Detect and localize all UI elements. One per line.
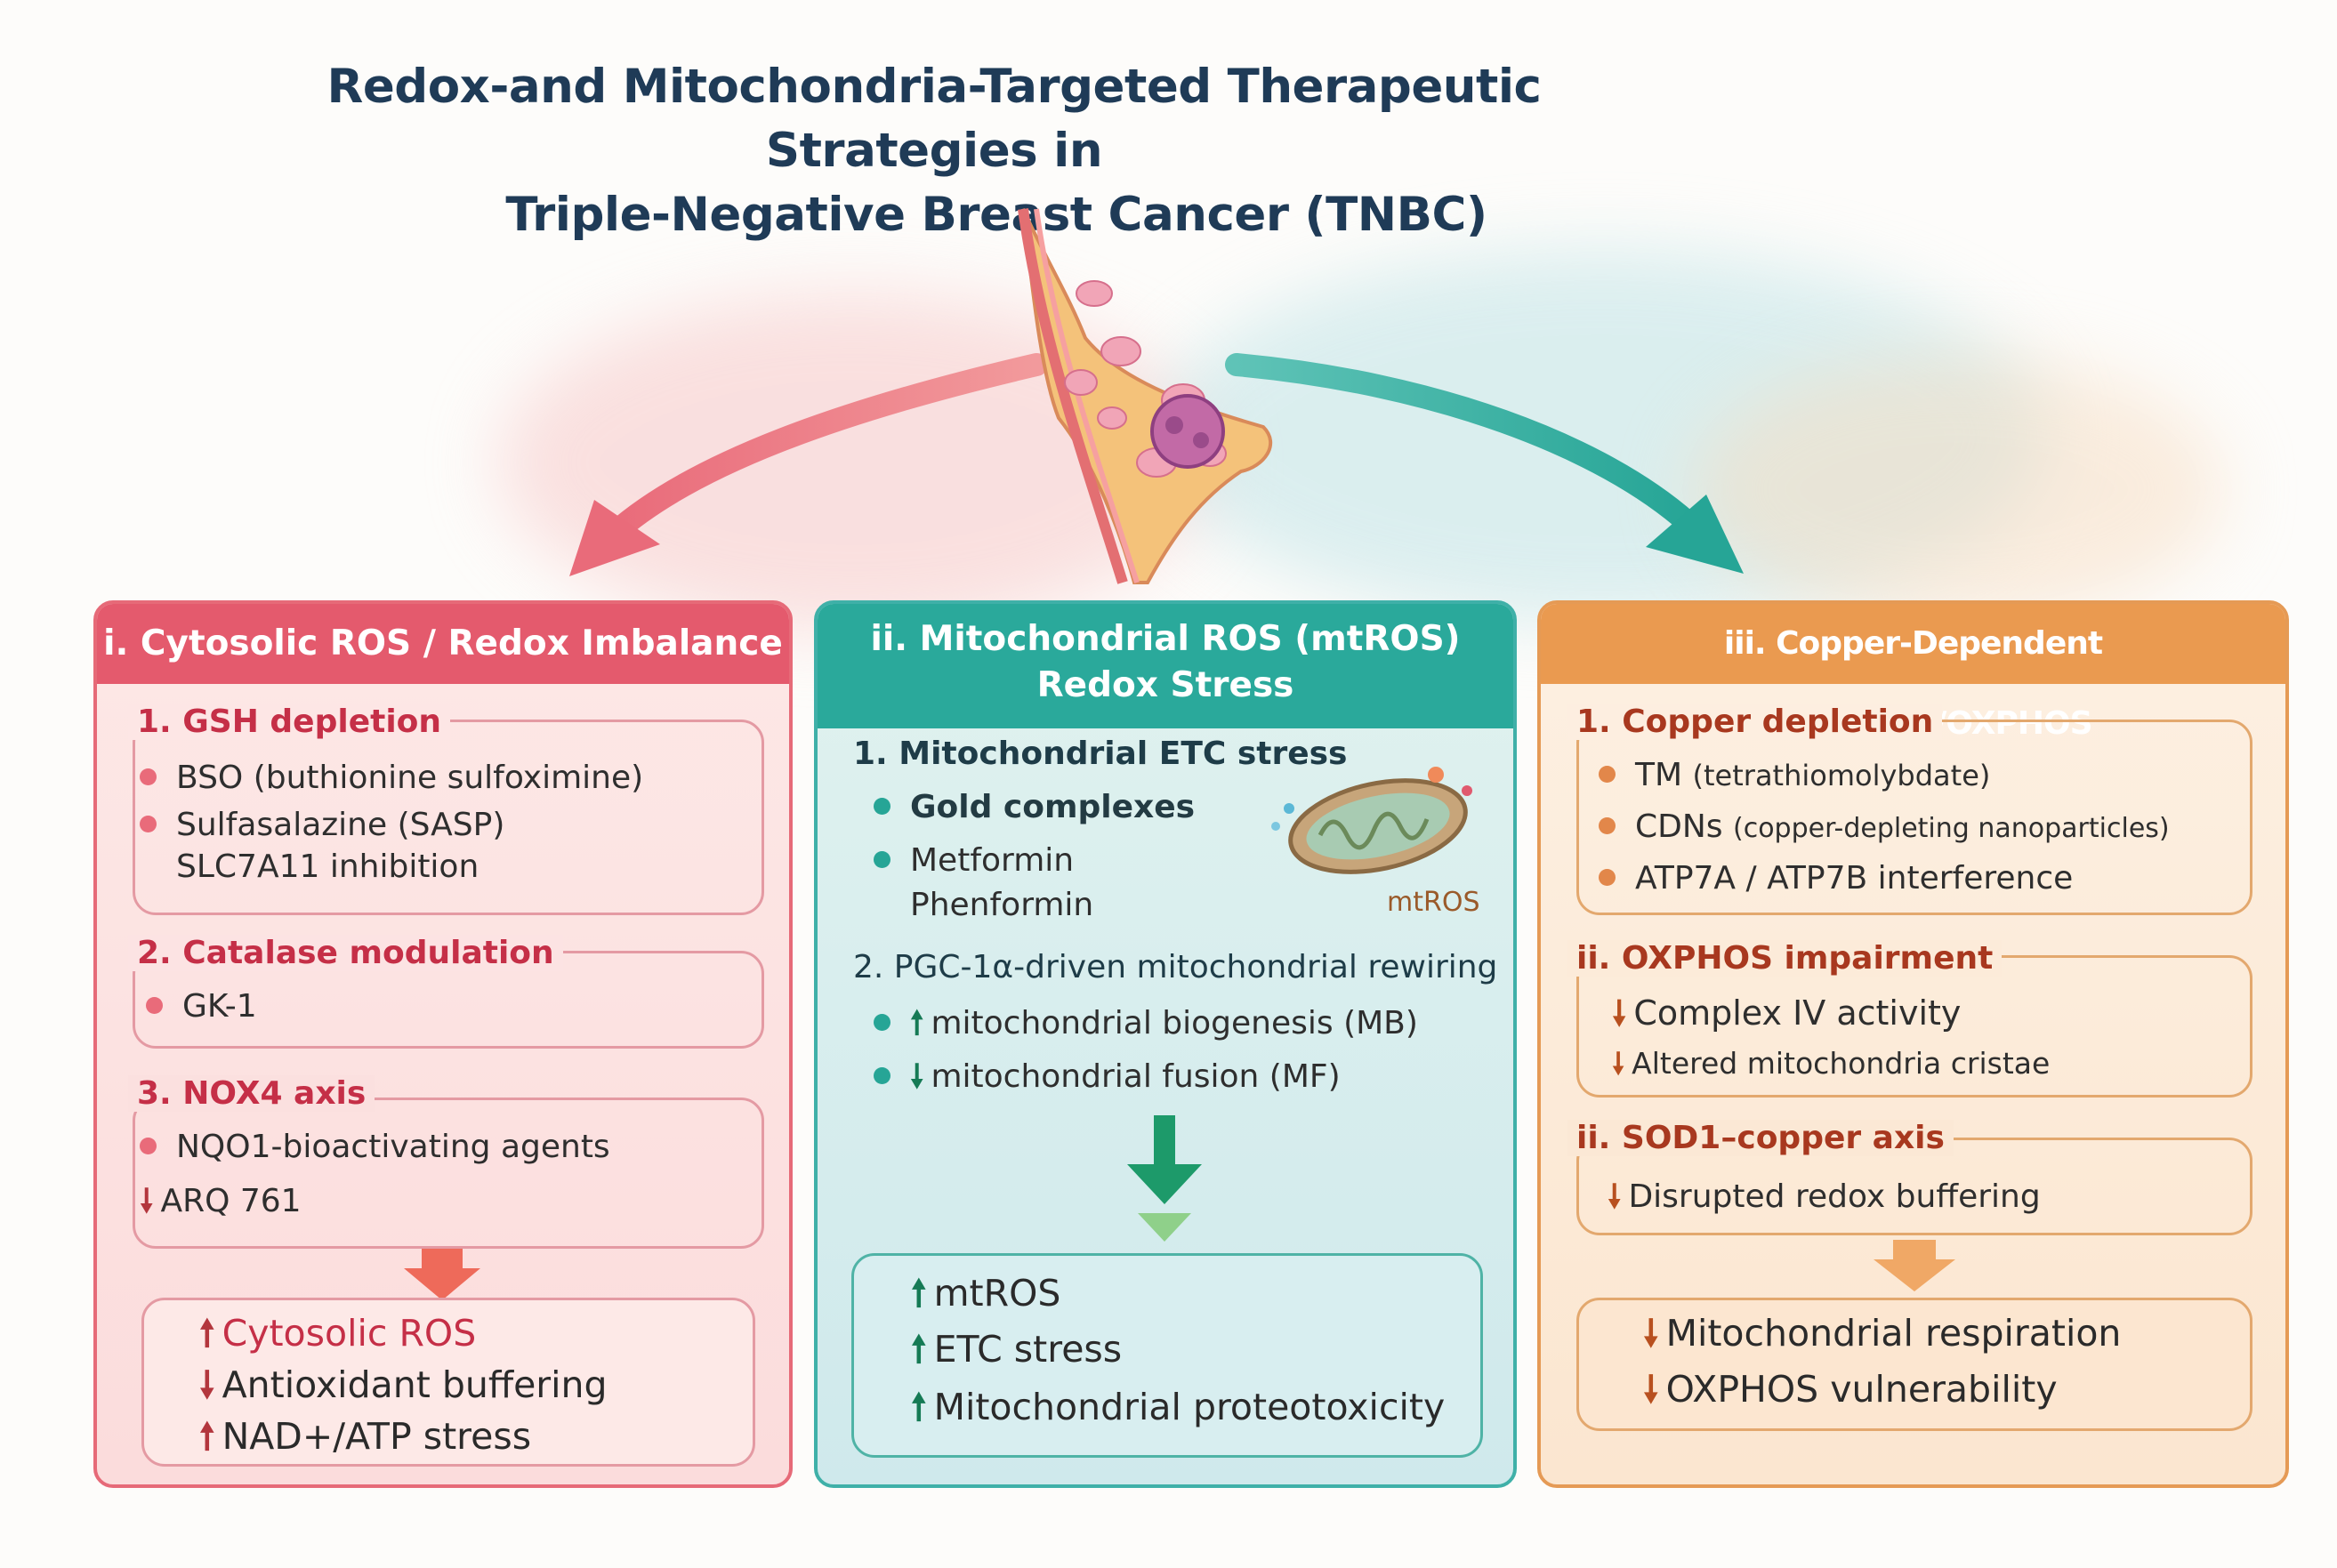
result-line: 🠗OXPHOS vulnerability [1643, 1368, 2058, 1411]
panel1-result-box [141, 1298, 755, 1467]
list-item: 🠗mitochondrial fusion (MF) [874, 1053, 1341, 1107]
up-arrow-icon: 🠕 [911, 1386, 927, 1428]
bullet-icon [1599, 765, 1616, 783]
gsh-heading: 1. GSH depletion [128, 704, 451, 740]
bullet-icon [140, 768, 157, 785]
up-arrow-icon: 🠕 [199, 1312, 215, 1355]
nox4-box [133, 1098, 764, 1249]
list-item: 🠗Complex IV activity [1612, 993, 1962, 1033]
list-item: 🠗Disrupted redox buffering [1608, 1178, 2041, 1215]
list-item: TM (tetrathiomolybdate) [1599, 757, 1990, 793]
copper-heading: 1. Copper depletion [1567, 704, 1943, 740]
down-arrow-icon: 🠗 [1612, 993, 1627, 1033]
panel-copper-oxphos: iii. Copper-Dependent Metabolism/OXPHOS … [1537, 600, 2289, 1488]
list-item: SLC7A11 inhibition [176, 848, 479, 885]
panel2-header-line-2: Redox Stress [1036, 665, 1294, 705]
down-arrow-icon: 🠗 [910, 1058, 924, 1095]
list-item: GK-1 [146, 988, 257, 1025]
panel3-result-box [1576, 1298, 2252, 1431]
up-arrow-icon: 🠕 [199, 1415, 215, 1458]
list-item: ATP7A / ATP7B interference [1599, 860, 2073, 897]
result-line: 🠕mtROS [911, 1272, 1061, 1315]
result-line: 🠕NAD+/ATP stress [199, 1415, 532, 1458]
down-arrow-icon: 🠗 [199, 1363, 215, 1406]
list-item: BSO (buthionine sulfoximine) [140, 760, 643, 796]
mitochondrion-icon [1271, 767, 1472, 874]
panel2-header-line-1: ii. Mitochondrial ROS (mtROS) [870, 619, 1461, 659]
panel-mitochondrial-ros: ii. Mitochondrial ROS (mtROS) Redox Stre… [814, 600, 1517, 1488]
sod1-heading: ii. SOD1–copper axis [1567, 1120, 1954, 1156]
list-item: 🠗ARQ 761 [140, 1183, 302, 1219]
pgc1a-heading: 2. PGC-1α-driven mitochondrial rewiring [853, 949, 1498, 985]
down-arrow-icon: 🠗 [1643, 1368, 1659, 1411]
orange-watercolor-wash [1690, 356, 2224, 623]
list-item: Phenformin [910, 887, 1094, 923]
bullet-icon [874, 1013, 890, 1031]
bullet-icon [1599, 868, 1616, 886]
result-line: 🠕ETC stress [911, 1328, 1123, 1371]
list-item: 🠕mitochondrial biogenesis (MB) [874, 1000, 1418, 1054]
nox4-heading: 3. NOX4 axis [128, 1075, 375, 1112]
bullet-icon [146, 996, 163, 1014]
bullet-icon [140, 815, 157, 832]
up-arrow-icon: 🠕 [911, 1328, 927, 1371]
up-arrow-icon: 🠕 [910, 1005, 924, 1041]
title-line-1: Redox-and Mitochondria-Targeted Therapeu… [326, 60, 1542, 178]
result-line: 🠕Cytosolic ROS [199, 1312, 477, 1355]
down-arrow-icon: 🠗 [1608, 1178, 1622, 1215]
result-line: 🠕Mitochondrial proteotoxicity [911, 1386, 1446, 1428]
page-title: Redox-and Mitochondria-Targeted Therapeu… [267, 55, 1601, 247]
etc-heading: 1. Mitochondrial ETC stress [853, 736, 1348, 772]
down-block-arrow-icon [404, 1249, 480, 1300]
panel3-header: iii. Copper-Dependent Metabolism/OXPHOS [1541, 604, 2285, 742]
left-arrow-head [569, 500, 660, 576]
right-arrow-head [1646, 495, 1744, 574]
left-curved-arrow [602, 353, 1048, 545]
down-block-arrow-icon [1874, 1240, 1955, 1291]
list-item: Metformin [874, 842, 1074, 879]
list-item: NQO1-bioactivating agents [140, 1129, 610, 1165]
list-item: CDNs (copper-depleting nanoparticles) [1599, 808, 2170, 845]
down-arrow-icon: 🠗 [1612, 1046, 1625, 1081]
tnbc-breast-illustration [569, 208, 1744, 584]
down-arrow-icon: 🠗 [1643, 1312, 1659, 1355]
bullet-icon [1599, 816, 1616, 834]
list-item: Gold complexes [874, 789, 1195, 825]
mtros-label: mtROS [1387, 887, 1480, 918]
panel2-header: ii. Mitochondrial ROS (mtROS) Redox Stre… [818, 604, 1513, 728]
down-green-arrow-icon [1127, 1115, 1202, 1242]
panel-cytosolic-ros: i. Cytosolic ROS / Redox Imbalance 1. GS… [93, 600, 793, 1488]
result-line: 🠗Mitochondrial respiration [1643, 1312, 2122, 1355]
panel1-header: i. Cytosolic ROS / Redox Imbalance [97, 604, 789, 684]
bullet-icon [874, 797, 890, 815]
list-item: Sulfasalazine (SASP) [140, 807, 504, 843]
oxphos-heading: ii. OXPHOS impairment [1567, 940, 2003, 977]
up-arrow-icon: 🠕 [911, 1272, 927, 1315]
bullet-icon [874, 850, 890, 868]
bullet-icon [874, 1066, 890, 1084]
bullet-icon [140, 1137, 157, 1154]
panel2-result-box [851, 1253, 1483, 1458]
title-line-2: Triple-Negative Breast Cancer (TNBC) [505, 188, 1487, 242]
result-line: 🠗Antioxidant buffering [199, 1363, 608, 1406]
right-curved-arrow [1225, 353, 1702, 536]
list-item: 🠗Altered mitochondria cristae [1612, 1046, 2051, 1081]
catalase-heading: 2. Catalase modulation [128, 935, 563, 971]
down-arrow-icon: 🠗 [140, 1183, 154, 1219]
